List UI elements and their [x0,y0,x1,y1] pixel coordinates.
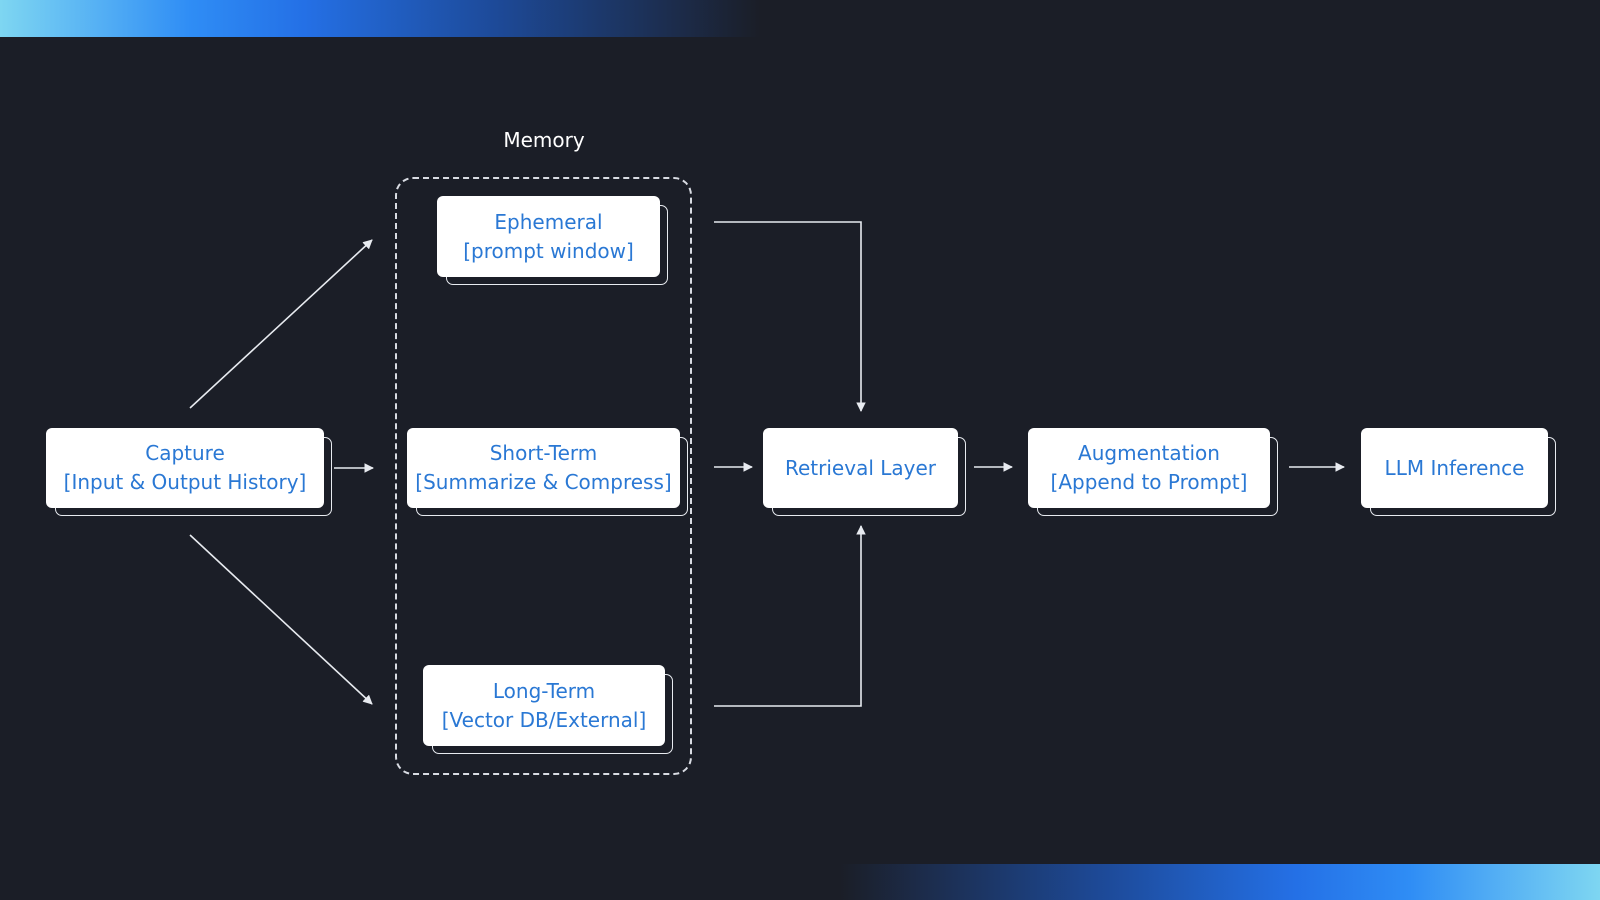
node-augmentation-subtitle: [Append to Prompt] [1050,470,1248,494]
arrow-capture-to-long-term [189,534,373,705]
node-long-term[interactable]: Long-Term [Vector DB/External] [423,665,673,754]
top-accent-band [0,0,760,37]
memory-group-title: Memory [503,128,585,152]
node-ephemeral-subtitle: [prompt window] [463,238,634,263]
node-augmentation-title: Augmentation [1078,441,1220,465]
node-long-term-subtitle: [Vector DB/External] [441,707,647,732]
node-retrieval-layer-title: Retrieval Layer [785,455,936,480]
node-ephemeral-title: Ephemeral [494,209,603,234]
node-augmentation[interactable]: Augmentation [Append to Prompt] [1028,428,1278,516]
node-short-term-title: Short-Term [489,441,598,465]
node-short-term[interactable]: Short-Term [Summarize & Compress] [407,428,688,516]
node-capture-subtitle: [Input & Output History] [63,470,307,494]
arrow-long-term-to-retrieval [714,525,866,707]
arrow-capture-to-ephemeral [189,239,373,409]
memory-group-frame [395,177,692,775]
bottom-accent-band [840,864,1600,900]
node-ephemeral[interactable]: Ephemeral [prompt window] [437,196,668,285]
node-llm-inference[interactable]: LLM Inference [1361,428,1556,516]
node-retrieval-layer[interactable]: Retrieval Layer [763,428,966,516]
node-capture[interactable]: Capture [Input & Output History] [46,428,332,516]
arrow-ephemeral-to-retrieval [714,221,866,412]
node-long-term-title: Long-Term [492,678,596,703]
node-capture-title: Capture [145,441,225,465]
node-short-term-subtitle: [Summarize & Compress] [415,470,672,494]
node-llm-inference-title: LLM Inference [1384,455,1525,480]
